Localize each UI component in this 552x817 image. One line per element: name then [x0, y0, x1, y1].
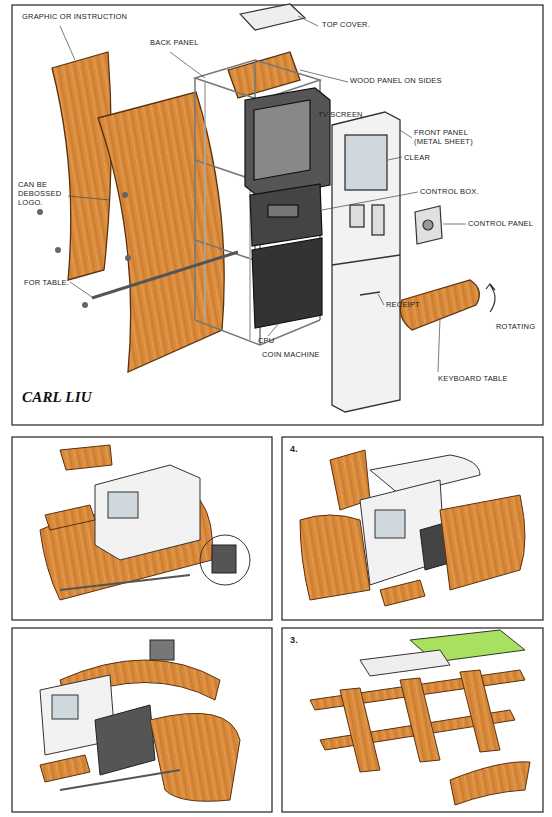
rotation-arrow	[486, 284, 495, 312]
leader-line	[60, 16, 466, 372]
annotation-label: RECEIPT	[386, 300, 420, 309]
annotation-label: GRAPHIC OR INSTRUCTION	[22, 12, 127, 21]
table-rod	[92, 252, 238, 298]
signature: CARL LIU	[22, 388, 92, 406]
annotation-label: CONTROL PANEL	[468, 219, 533, 228]
front-panel	[332, 112, 400, 412]
annotation-label: FRONT PANEL (METAL SHEET)	[414, 128, 489, 146]
panel-border	[12, 628, 272, 812]
screw	[37, 192, 131, 308]
annotation-label: TOP COVER.	[322, 20, 370, 29]
sketch-number: 4.	[290, 444, 298, 455]
annotation-label: CONTROL BOX.	[420, 187, 479, 196]
annotation-label: CLEAR	[404, 153, 430, 162]
annotation-label: TV SCREEN	[318, 110, 363, 119]
annotation-label: COIN MACHINE	[262, 350, 320, 359]
concept-sketch	[40, 445, 250, 600]
annotation-label: BACK PANEL	[150, 38, 199, 47]
panel-border	[282, 628, 543, 812]
panel-border	[282, 437, 543, 620]
annotation-label: CPU	[258, 336, 274, 345]
concept-sketch	[40, 640, 240, 801]
electronics	[245, 88, 330, 328]
annotation-label: FOR TABLE.	[24, 278, 69, 287]
annotation-label: WOOD PANEL ON SIDES	[350, 76, 442, 85]
annotation-label: KEYBOARD TABLE	[438, 374, 508, 383]
concept-sketch	[310, 630, 530, 805]
annotation-label: CAN BE DEBOSSED LOGO.	[18, 180, 78, 207]
top-cover	[240, 4, 305, 30]
concept-sketch	[300, 450, 525, 606]
panel-border	[12, 437, 272, 620]
annotation-label: ROTATING	[496, 322, 535, 331]
control-panel	[415, 206, 442, 244]
sketch-number: 3.	[290, 635, 298, 646]
panel-border	[12, 5, 543, 425]
